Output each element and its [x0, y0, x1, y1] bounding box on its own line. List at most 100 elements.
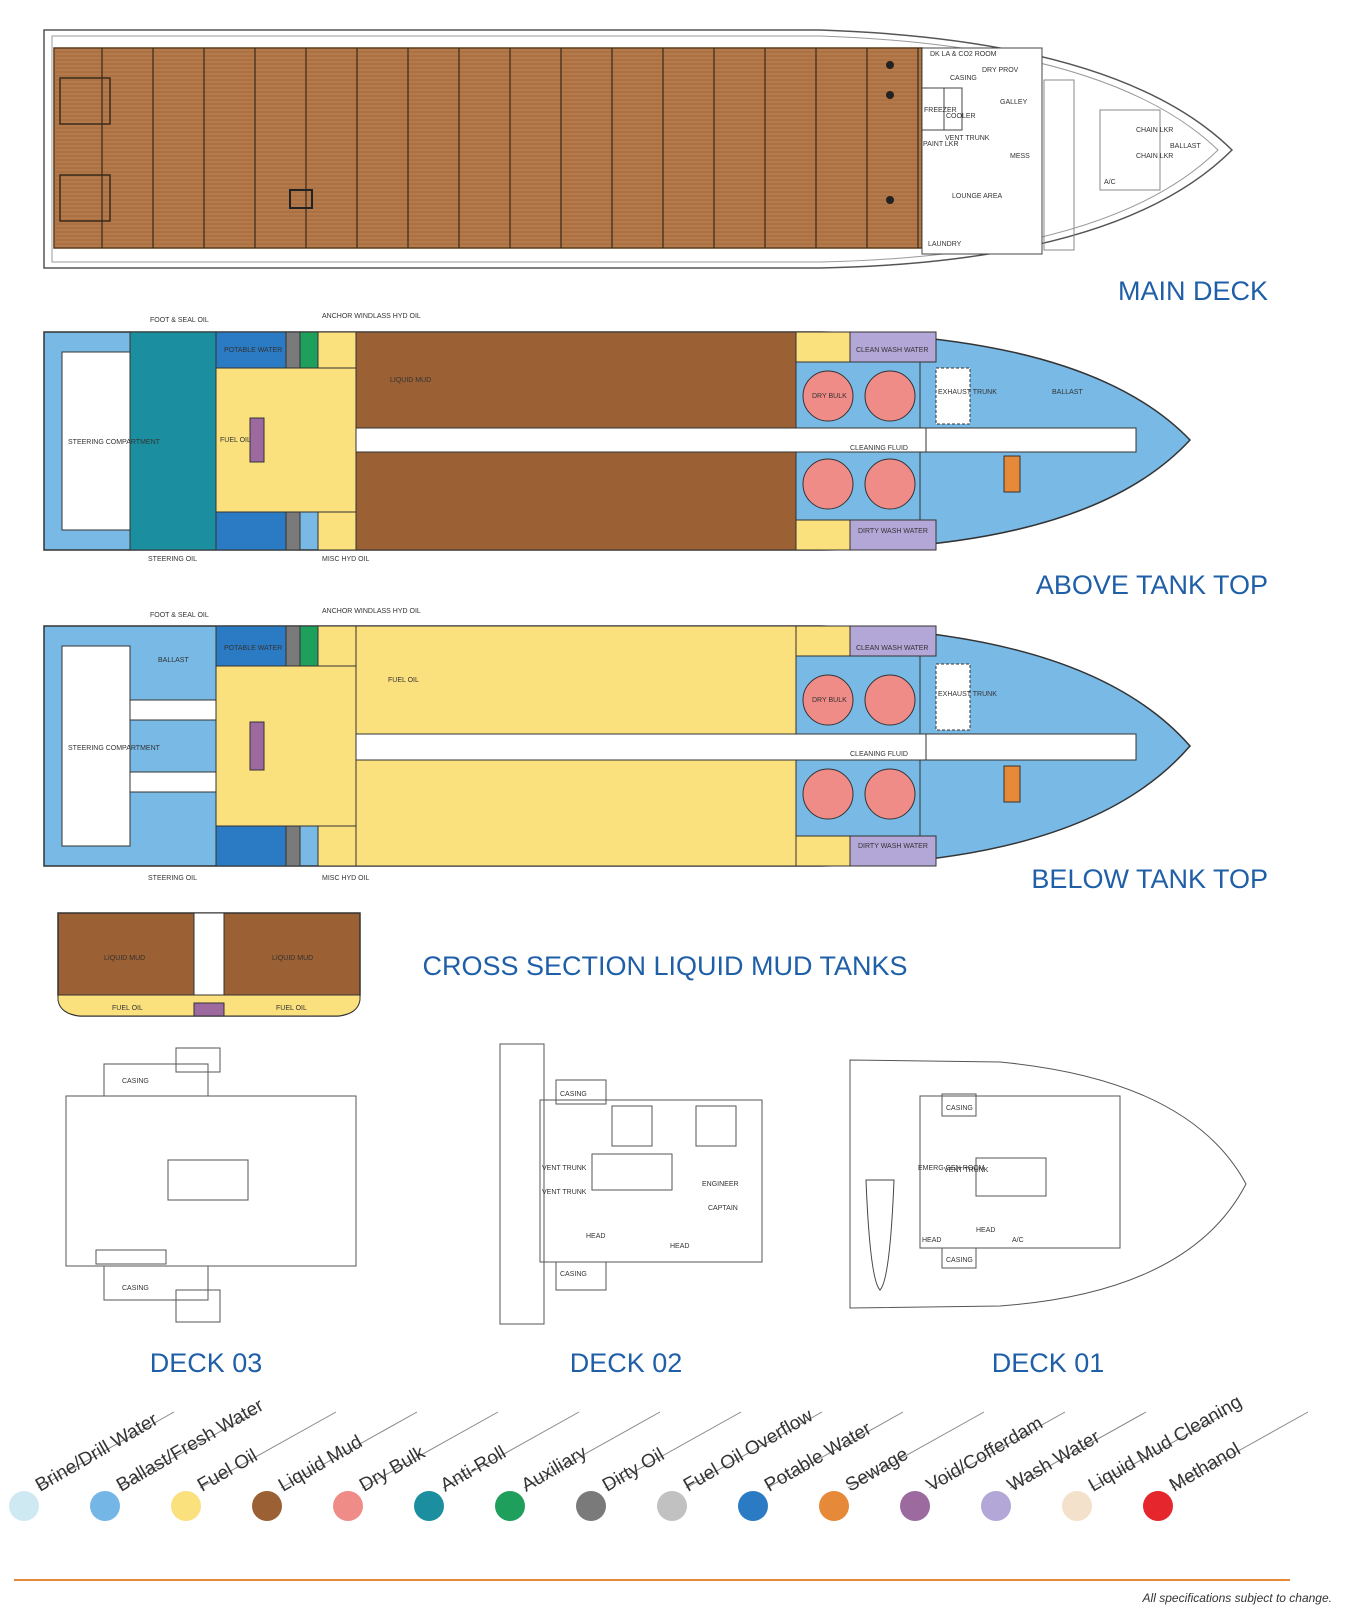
label-potable-water: POTABLE WATER: [224, 347, 282, 354]
label-anchor-windlass-2: ANCHOR WINDLASS HYD OIL: [322, 608, 421, 615]
label-ballast-2: BALLAST: [158, 657, 189, 664]
label-d01-head-2: HEAD: [976, 1227, 995, 1234]
legend-swatch: [495, 1491, 525, 1521]
label-chain-lkr-2: CHAIN LKR: [1136, 153, 1173, 160]
legend-label: Ballast/Fresh Water: [113, 1395, 268, 1497]
legend-swatch: [414, 1491, 444, 1521]
label-steering-oil-2: STEERING OIL: [148, 875, 197, 882]
legend-swatch: [9, 1491, 39, 1521]
label-vent-trunk: VENT TRUNK: [945, 135, 990, 142]
label-d02-vent-trunk-2: VENT TRUNK: [542, 1189, 587, 1196]
label-cs-liquid-mud-right: LIQUID MUD: [272, 955, 313, 962]
title-cross-section: CROSS SECTION LIQUID MUD TANKS: [422, 951, 907, 981]
label-d03-casing-bottom: CASING: [122, 1285, 149, 1292]
deck-03-plan: [65, 1047, 357, 1323]
label-d01-ac: A/C: [1012, 1237, 1024, 1244]
label-cleaning-fluid-2: CLEANING FLUID: [850, 751, 908, 758]
label-ballast-bow: BALLAST: [1170, 143, 1201, 150]
title-below-tank-top: BELOW TANK TOP: [1031, 864, 1268, 894]
label-lounge: LOUNGE AREA: [952, 193, 1003, 200]
label-cs-liquid-mud-left: LIQUID MUD: [104, 955, 145, 962]
label-steering-oil: STEERING OIL: [148, 556, 197, 563]
legend-swatch: [333, 1491, 363, 1521]
legend-swatch: [576, 1491, 606, 1521]
legend-swatch: [981, 1491, 1011, 1521]
label-cleaning-fluid: CLEANING FLUID: [850, 445, 908, 452]
label-misc-hyd-oil: MISC HYD OIL: [322, 556, 370, 563]
legend-label: Fuel Oil: [194, 1445, 261, 1496]
label-d01-casing-top: CASING: [946, 1105, 973, 1112]
legend-label: Auxiliary: [518, 1442, 591, 1496]
legend-swatch: [900, 1491, 930, 1521]
label-misc-hyd-oil-2: MISC HYD OIL: [322, 875, 370, 882]
label-d01-vent-trunk: VENT TRUNK: [944, 1167, 989, 1174]
legend-label: Sewage: [842, 1444, 912, 1497]
label-steering-compartment: STEERING COMPARTMENT: [68, 439, 161, 446]
below-tank-top-plan: FOOT & SEAL OIL ANCHOR WINDLASS HYD OIL …: [43, 608, 1268, 894]
label-clean-wash-water: CLEAN WASH WATER: [856, 347, 928, 354]
label-clean-wash-water-2: CLEAN WASH WATER: [856, 645, 928, 652]
label-ac: A/C: [1104, 179, 1116, 186]
legend-swatch: [738, 1491, 768, 1521]
label-liquid-mud: LIQUID MUD: [390, 377, 431, 384]
title-deck-02: DECK 02: [570, 1348, 683, 1378]
cross-section-liquid-mud: LIQUID MUD LIQUID MUD FUEL OIL FUEL OIL …: [57, 912, 908, 1017]
label-d02-captain: CAPTAIN: [708, 1205, 738, 1212]
label-dry-prov: DRY PROV: [982, 67, 1019, 74]
label-dirty-wash-water-2: DIRTY WASH WATER: [858, 843, 928, 850]
label-casing: CASING: [950, 75, 977, 82]
label-fuel-oil: FUEL OIL: [220, 437, 251, 444]
label-d01-emerg-gen: EMERG GEN ROOM: [918, 1165, 985, 1172]
above-tank-top-plan: FOOT & SEAL OIL ANCHOR WINDLASS HYD OIL …: [43, 313, 1268, 600]
label-d02-head-1: HEAD: [586, 1233, 605, 1240]
label-paint-lkr: PAINT LKR: [923, 141, 959, 148]
deck-02-plan: [499, 1043, 763, 1325]
label-ballast: BALLAST: [1052, 389, 1083, 396]
label-galley: GALLEY: [1000, 99, 1028, 106]
legend-swatch: [1062, 1491, 1092, 1521]
title-main-deck: MAIN DECK: [1118, 276, 1268, 306]
legend-label: Anti-Roll: [437, 1442, 510, 1496]
deck-01-plan: [849, 1059, 1247, 1309]
label-foot-seal-oil: FOOT & SEAL OIL: [150, 317, 209, 324]
legend-swatch: [819, 1491, 849, 1521]
label-exhaust-trunk-2: EXHAUST TRUNK: [938, 691, 997, 698]
label-dirty-wash-water: DIRTY WASH WATER: [858, 528, 928, 535]
label-dry-bulk: DRY BULK: [812, 393, 847, 400]
label-dry-bulk-2: DRY BULK: [812, 697, 847, 704]
label-steering-compartment-2: STEERING COMPARTMENT: [68, 745, 161, 752]
label-cooler: COOLER: [946, 113, 976, 120]
label-chain-lkr-1: CHAIN LKR: [1136, 127, 1173, 134]
legend-label: Fuel Oil Overflow: [680, 1405, 817, 1496]
legend-swatch: [252, 1491, 282, 1521]
title-deck-01: DECK 01: [992, 1348, 1105, 1378]
label-d03-casing-top: CASING: [122, 1078, 149, 1085]
label-cs-fuel-left: FUEL OIL: [112, 1005, 143, 1012]
label-d02-engineer: ENGINEER: [702, 1181, 739, 1188]
label-cs-fuel-right: FUEL OIL: [276, 1005, 307, 1012]
legend-swatch: [657, 1491, 687, 1521]
label-d02-casing-top: CASING: [560, 1091, 587, 1098]
legend-swatch: [171, 1491, 201, 1521]
label-dk-la: DK LA & CO2 ROOM: [930, 51, 997, 58]
label-fuel-oil-2: FUEL OIL: [388, 677, 419, 684]
label-d02-casing-bottom: CASING: [560, 1271, 587, 1278]
legend-label: Dry Bulk: [356, 1442, 429, 1496]
label-d02-head-2: HEAD: [670, 1243, 689, 1250]
label-d01-head-1: HEAD: [922, 1237, 941, 1244]
label-laundry: LAUNDRY: [928, 241, 962, 248]
legend-label: Dirty Oil: [599, 1444, 668, 1496]
legend-label: Liquid Mud Cleaning: [1085, 1392, 1246, 1497]
title-deck-03: DECK 03: [150, 1348, 263, 1378]
label-exhaust-trunk: EXHAUST TRUNK: [938, 389, 997, 396]
main-deck-plan: DK LA & CO2 ROOM DRY PROV FREEZER COOLER…: [43, 29, 1268, 306]
label-mess: MESS: [1010, 153, 1030, 160]
legend-swatch: [90, 1491, 120, 1521]
title-above-tank-top: ABOVE TANK TOP: [1036, 570, 1268, 600]
label-d02-vent-trunk-1: VENT TRUNK: [542, 1165, 587, 1172]
label-potable-water-2: POTABLE WATER: [224, 645, 282, 652]
legend-label: Liquid Mud: [275, 1432, 366, 1497]
label-freezer: FREEZER: [924, 107, 957, 114]
